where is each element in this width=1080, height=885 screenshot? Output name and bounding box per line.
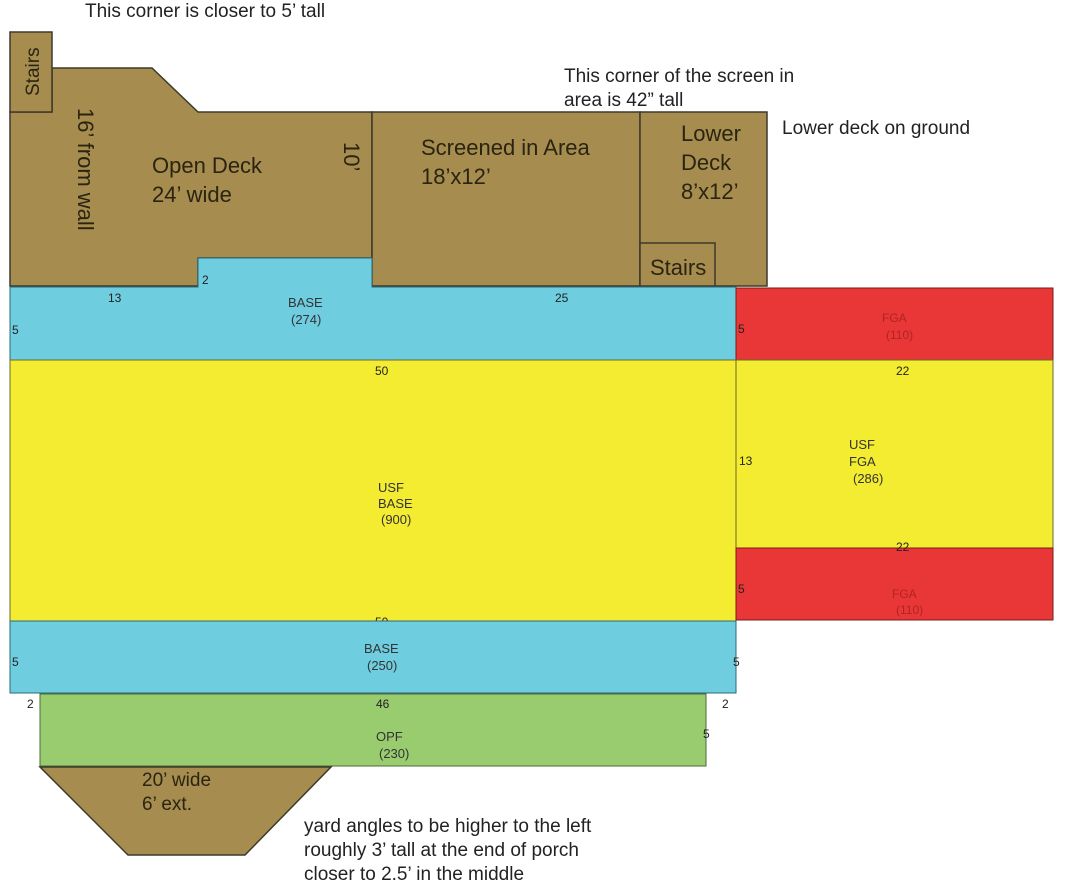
lower-deck-label-line1: Lower: [681, 121, 741, 146]
fga-top-area: [735, 287, 1054, 361]
dim-2-left: 2: [27, 697, 34, 711]
bottom-deck-label-line1: 20’ wide: [142, 770, 211, 791]
screened-area-shape: [371, 111, 641, 287]
note-screen-corner-line2: area is 42” tall: [564, 90, 683, 111]
dim-5-fga-bottom: 5: [738, 582, 745, 596]
base-top-area-value: (274): [291, 312, 321, 327]
base-bottom-area-value: (250): [367, 658, 397, 673]
lower-deck-label-line2: Deck: [681, 150, 732, 175]
fga-top-name: FGA: [882, 311, 907, 325]
note-lower-deck-ground: Lower deck on ground: [782, 118, 970, 139]
opf-name: OPF: [376, 729, 403, 744]
ten-ft-label: 10’: [339, 142, 364, 171]
stairs-top-label: Stairs: [23, 47, 44, 96]
dim-2-notch: 2: [202, 273, 209, 287]
base-bottom-name: BASE: [364, 641, 399, 656]
dim-2-right: 2: [722, 697, 729, 711]
usf-base-name-line1: USF: [378, 480, 404, 495]
usf-fga-name-line1: USF: [849, 437, 875, 452]
note-yard-line1: yard angles to be higher to the left: [304, 816, 592, 837]
base-top-name: BASE: [288, 295, 323, 310]
fga-bottom-area-value: (110): [896, 603, 923, 617]
dim-13-right: 13: [739, 454, 753, 468]
screened-area-label-line1: Screened in Area: [421, 135, 591, 160]
fga-top-area-value: (110): [886, 328, 913, 342]
fga-bottom-area: [735, 547, 1054, 621]
usf-fga-area: [735, 359, 1054, 549]
fga-bottom-name: FGA: [892, 587, 917, 601]
dim-5-base-bottom-left: 5: [12, 655, 19, 669]
dim-46: 46: [376, 697, 390, 711]
dim-25: 25: [555, 291, 569, 305]
dim-5-base-left: 5: [12, 323, 19, 337]
usf-base-area-value: (900): [381, 512, 411, 527]
bottom-deck-label-line2: 6’ ext.: [142, 794, 192, 815]
note-screen-corner-line1: This corner of the screen in: [564, 66, 794, 87]
usf-base-name-line2: BASE: [378, 496, 413, 511]
bottom-deck-shape: [38, 766, 333, 856]
usf-base-area: [9, 359, 737, 622]
dim-5-fga-top: 5: [738, 322, 745, 336]
dim-50-top: 50: [375, 364, 389, 378]
dim-22-bottom: 22: [896, 540, 910, 554]
dim-5-base-bottom-right: 5: [733, 655, 740, 669]
note-yard-line3: closer to 2.5’ in the middle: [304, 864, 524, 885]
note-corner-5ft: This corner is closer to 5’ tall: [85, 1, 325, 22]
opf-area: [39, 693, 707, 767]
open-deck-label-line1: Open Deck: [152, 153, 263, 178]
open-deck-label-line2: 24’ wide: [152, 182, 232, 207]
stairs-right-shape: [639, 242, 716, 287]
usf-fga-name-line2: FGA: [849, 454, 876, 469]
base-bottom-area: [9, 620, 737, 694]
note-yard-line2: roughly 3’ tall at the end of porch: [304, 840, 579, 861]
stairs-right-label: Stairs: [650, 255, 706, 280]
lower-deck-label-line3: 8’x12’: [681, 179, 738, 204]
screened-area-label-line2: 18’x12’: [421, 164, 491, 189]
opf-area-value: (230): [379, 746, 409, 761]
usf-fga-area-value: (286): [853, 471, 883, 486]
dim-5-opf: 5: [703, 727, 710, 741]
stairs-top-shape: [9, 31, 53, 113]
from-wall-label: 16’ from wall: [73, 108, 98, 231]
dim-22-top: 22: [896, 364, 910, 378]
dim-13-top: 13: [108, 291, 122, 305]
